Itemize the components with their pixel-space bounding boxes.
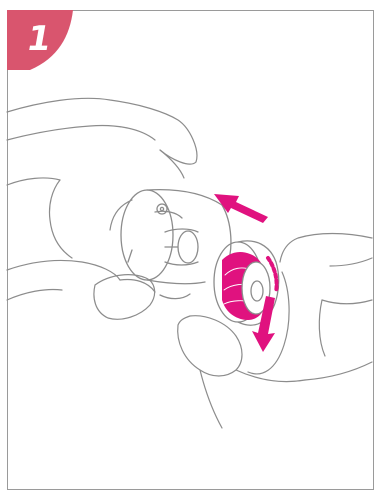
insert-arrow-icon — [214, 194, 268, 223]
right-hand-icon — [178, 234, 372, 429]
step-number: 1 — [13, 17, 65, 61]
